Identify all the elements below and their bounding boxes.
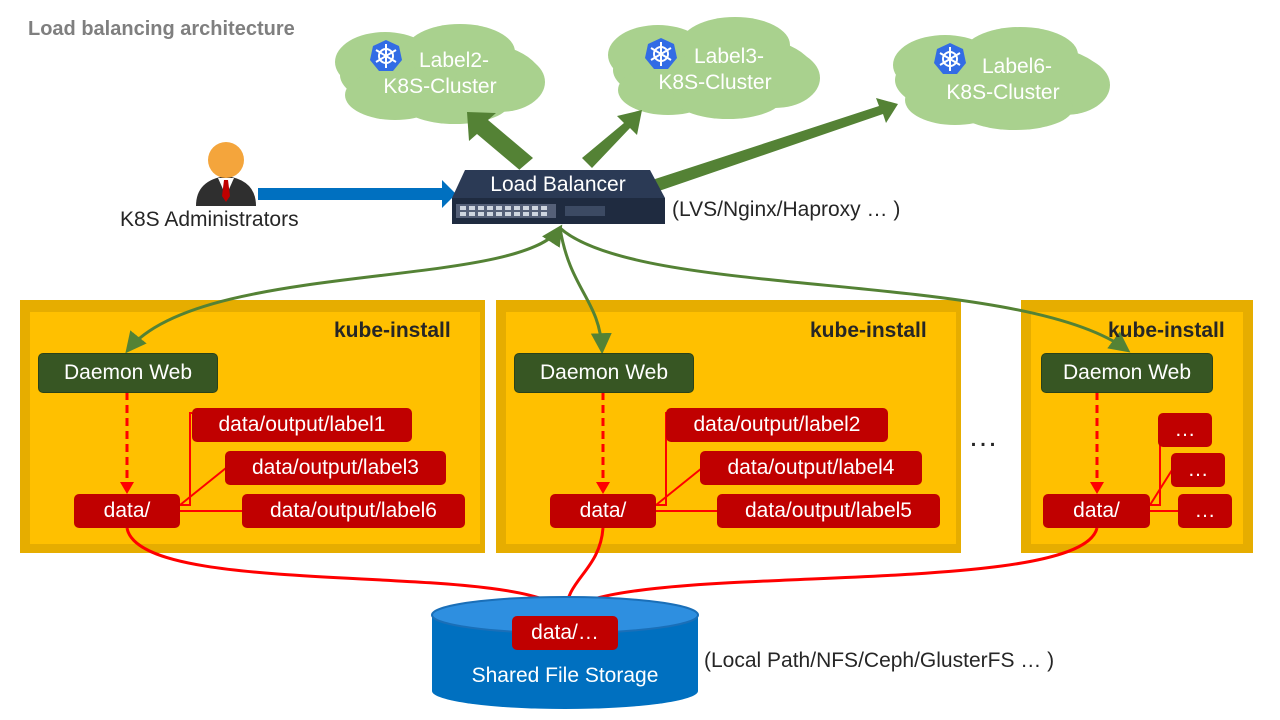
network-switch-icon [452, 170, 665, 224]
admin-label: K8S Administrators [120, 208, 299, 231]
lb-to-cluster-arrows [467, 98, 898, 192]
daemon-web-button[interactable]: Daemon Web [514, 353, 694, 393]
panel-title: kube-install [810, 319, 927, 342]
storage-label: Shared File Storage [471, 664, 659, 687]
daemon-web-button[interactable]: Daemon Web [38, 353, 218, 393]
cloud-label3 [608, 17, 820, 119]
cluster-label3: Label3- K8S-Cluster [625, 44, 805, 96]
output-folder: … [1171, 453, 1225, 487]
load-balancer-label: Load Balancer [490, 173, 626, 196]
storage-data-folder: data/… [512, 616, 618, 650]
data-folder: data/ [74, 494, 180, 528]
kubernetes-icon [934, 43, 966, 74]
kubernetes-icon [370, 40, 402, 71]
panel-title: kube-install [1108, 319, 1225, 342]
output-folder: data/output/label5 [717, 494, 940, 528]
shared-storage-cylinder [431, 596, 699, 709]
cluster-type: K8S-Cluster [946, 81, 1060, 104]
output-folder: data/output/label6 [242, 494, 465, 528]
output-folder: data/output/label1 [192, 408, 412, 442]
output-folder: … [1158, 413, 1212, 447]
kubernetes-icon [645, 38, 677, 69]
data-folder: data/ [1043, 494, 1150, 528]
cluster-name: Label3- [693, 45, 765, 68]
cluster-name: Label2- [418, 49, 490, 72]
output-folder: data/output/label3 [225, 451, 446, 485]
cluster-label2: Label2- K8S-Cluster [350, 48, 530, 100]
cluster-name: Label6- [981, 55, 1053, 78]
panel-title: kube-install [334, 319, 451, 342]
administrator-icon [196, 142, 256, 206]
daemon-web-button[interactable]: Daemon Web [1041, 353, 1213, 393]
output-folder: data/output/label4 [700, 451, 922, 485]
daemon-to-data-arrowheads [120, 482, 1104, 494]
admin-to-lb-arrow [258, 180, 456, 208]
cluster-type: K8S-Cluster [383, 75, 497, 98]
output-folder: … [1178, 494, 1232, 528]
data-folder: data/ [550, 494, 656, 528]
cluster-type: K8S-Cluster [658, 71, 772, 94]
output-folder: data/output/label2 [666, 408, 888, 442]
cluster-label6: Label6- K8S-Cluster [913, 54, 1093, 106]
page-title: Load balancing architecture [28, 18, 295, 40]
load-balancer-note: (LVS/Nginx/Haproxy … ) [672, 198, 901, 221]
storage-note: (Local Path/NFS/Ceph/GlusterFS … ) [704, 649, 1055, 672]
more-instances-ellipsis: … [968, 420, 1000, 453]
daemon-to-data-arrows [125, 392, 1099, 484]
lb-to-daemon-arrows [125, 224, 1131, 355]
